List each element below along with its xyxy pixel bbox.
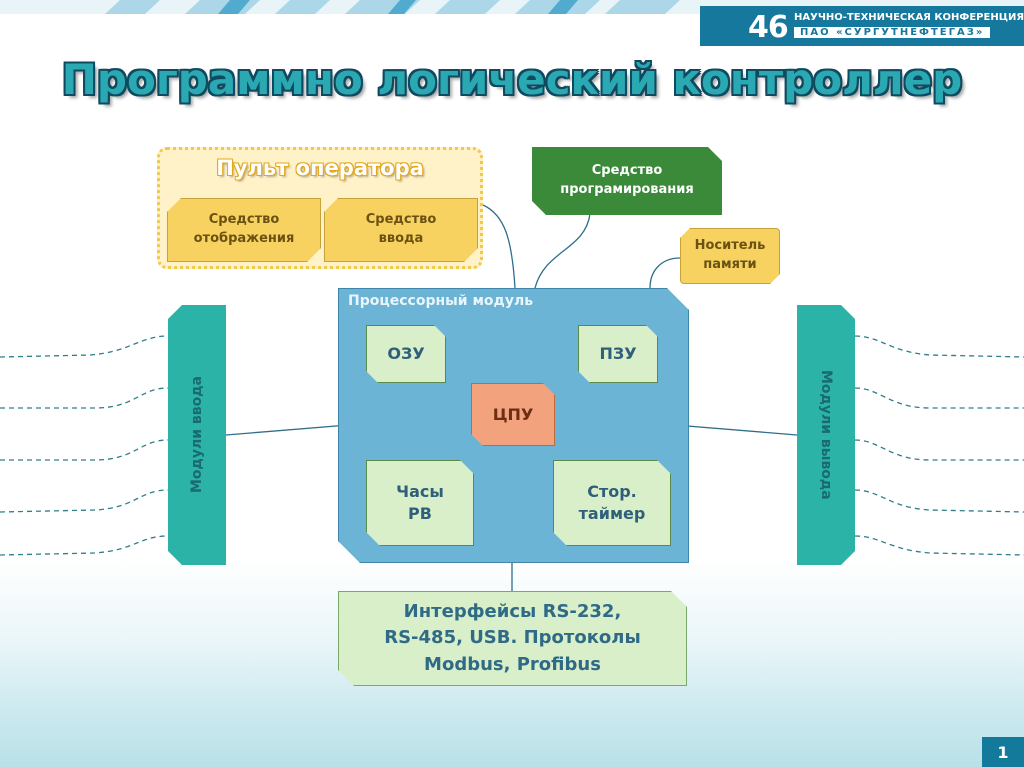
- interfaces-box: Интерфейсы RS-232, RS-485, USB. Протокол…: [338, 591, 687, 686]
- output-modules-label: Модули вывода: [818, 370, 834, 500]
- cpu-box: ЦПУ: [471, 383, 555, 446]
- conference-badge: [700, 6, 1024, 46]
- conference-title: НАУЧНО-ТЕХНИЧЕСКАЯ КОНФЕРЕНЦИЯ: [794, 12, 1024, 23]
- input-modules-label: Модули ввода: [189, 376, 205, 494]
- conference-company: ПАО «СУРГУТНЕФТЕГАЗ»: [794, 27, 991, 38]
- ram-box: ОЗУ: [366, 325, 446, 383]
- processor-module-label: Процессорный модуль: [348, 293, 534, 309]
- rom-box: ПЗУ: [578, 325, 658, 383]
- watchdog-timer-box: Стор. таймер: [553, 460, 671, 546]
- page-number: 1: [982, 737, 1024, 767]
- input-device-box: Средство ввода: [324, 198, 478, 262]
- page-title: Программно логический контроллер: [61, 55, 963, 104]
- output-modules: Модули вывода: [797, 305, 855, 565]
- real-time-clock-box: Часы РВ: [366, 460, 474, 546]
- programming-tool-box: Средство програмирования: [532, 147, 722, 215]
- memory-media-box: Носитель памяти: [680, 228, 780, 284]
- conference-number: 46: [748, 10, 789, 45]
- input-modules: Модули ввода: [168, 305, 226, 565]
- operator-panel-title: Пульт оператора: [216, 156, 424, 180]
- display-device-box: Средство отображения: [167, 198, 321, 262]
